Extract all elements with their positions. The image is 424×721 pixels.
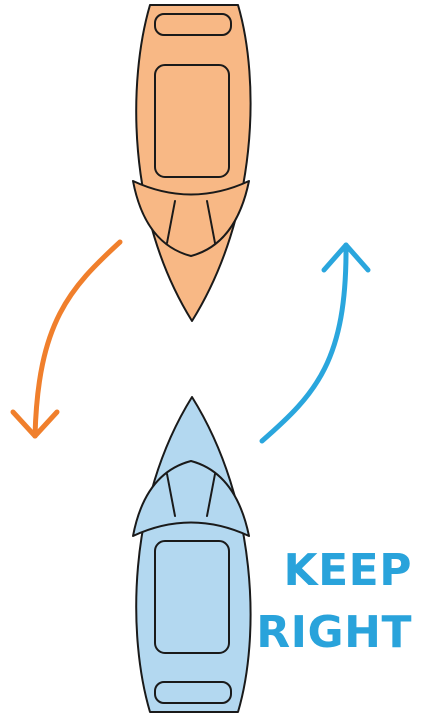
curved-arrow-down-icon [10, 239, 123, 439]
bottom-boat-cabin [154, 540, 230, 654]
caption-right: RIGHT [256, 607, 412, 658]
boat-heading-down-icon [132, 4, 252, 322]
top-boat-cabin [154, 64, 230, 178]
blue-arrow-shaft [259, 242, 349, 444]
blue-arrow-head [321, 242, 371, 273]
top-boat-windshield-frame [166, 200, 216, 244]
curved-arrow-up-icon [259, 242, 371, 444]
top-boat-stern-seat [154, 13, 232, 36]
top-boat-windshield [132, 180, 250, 257]
bottom-boat-stern-seat [154, 681, 232, 704]
boat-heading-up-icon [132, 396, 252, 713]
bottom-boat-windshield-frame [166, 473, 216, 517]
orange-arrow-head [10, 409, 60, 439]
bottom-boat-windshield [132, 460, 250, 537]
orange-arrow-shaft [32, 239, 123, 439]
caption-keep: KEEP [283, 545, 412, 596]
